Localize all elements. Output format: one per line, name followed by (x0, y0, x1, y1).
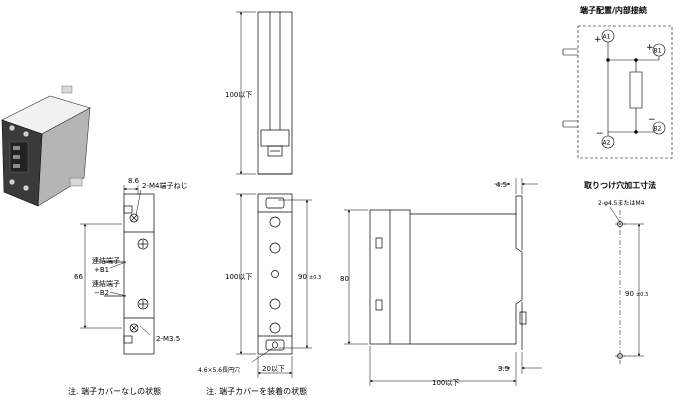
side-top-dim: 4.5 (496, 181, 507, 189)
minus-sign-b2: − (648, 115, 656, 125)
link-b1-line1: 連結端子 (92, 256, 120, 265)
center-width-dim: 20以下 (262, 365, 285, 373)
link-b2-line1: 連結端子 (92, 279, 120, 288)
left-screw-top-label: 2-M4端子ねじ (142, 181, 187, 190)
center-pitch-value: 90 (298, 273, 307, 281)
left-view-note: 注. 端子カバーなしの状態 (68, 386, 161, 396)
mounting-pitch-value: 90 (625, 290, 634, 298)
plus-sign-b1: + (646, 43, 654, 53)
side-bottom-dim: 3.5 (498, 365, 509, 373)
top-view-dimensions (236, 11, 256, 175)
top-view (257, 11, 293, 175)
center-pitch-tol: ±0.3 (309, 275, 321, 281)
circuit-diagram (562, 25, 673, 159)
product-isometric-image (1, 85, 91, 207)
center-front-view (257, 193, 293, 355)
top-height-dim: 100以下 (225, 91, 252, 99)
left-view-dimensions (80, 185, 151, 336)
terminal-a2: A2 (603, 140, 611, 147)
center-height-dim: 100以下 (225, 273, 252, 281)
side-width-dim: 100以下 (432, 379, 459, 387)
link-b2-line2: −B2 (94, 289, 109, 297)
left-front-view (104, 193, 155, 355)
link-b1-line2: +B1 (94, 266, 109, 274)
left-width-dim: 8.6 (128, 177, 140, 185)
mounting-hole-label: 2-φ4.5またはM4 (598, 200, 645, 207)
circuit-title: 端子配置/内部接続 (580, 5, 647, 15)
mounting-pitch-tol: ±0.3 (636, 292, 648, 298)
terminal-b2: B2 (654, 126, 662, 133)
left-height-dim: 66 (74, 273, 83, 281)
side-height-dim: 80 (340, 275, 349, 283)
plus-sign-a1: + (594, 35, 602, 45)
mounting-holes (609, 206, 644, 364)
terminal-b1: B1 (654, 48, 662, 55)
left-screw-bottom-label: 2-M3.5 (156, 335, 180, 343)
minus-sign-a2: − (596, 129, 604, 139)
center-view-note: 注. 端子カバーを装着の状態 (206, 386, 307, 396)
terminal-a1: A1 (603, 34, 611, 41)
mounting-title: 取りつけ穴加工寸法 (584, 180, 656, 190)
side-view-dimensions (344, 178, 542, 386)
side-view (369, 195, 527, 350)
center-view-dimensions (236, 193, 312, 378)
slot-hole-label: 4.6×5.6長円穴 (198, 366, 240, 374)
